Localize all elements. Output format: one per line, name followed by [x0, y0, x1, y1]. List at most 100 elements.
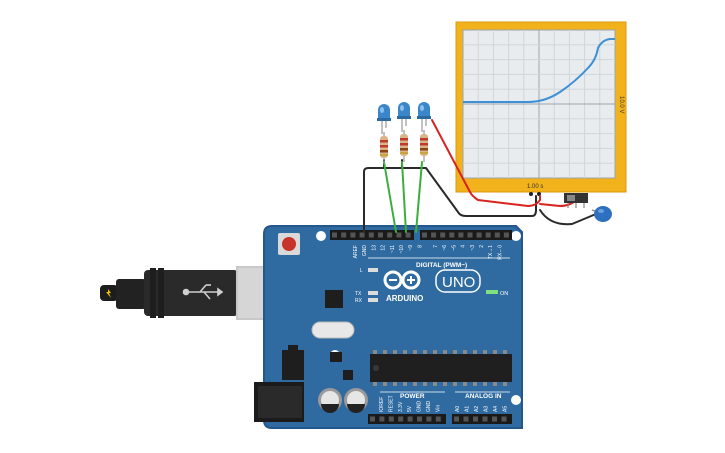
oscilloscope-grid: [463, 30, 615, 178]
pin-label: GND: [362, 245, 368, 257]
analog-header-label: ANALOG IN: [465, 393, 502, 400]
pin-label: A0: [455, 406, 461, 412]
uno-badge: UNO: [435, 269, 481, 293]
pin-label: ~3: [470, 245, 476, 251]
header-pin[interactable]: [417, 416, 422, 422]
pin-label: 5V: [407, 405, 413, 412]
header-pin[interactable]: [407, 416, 413, 422]
pin-label: 13: [371, 245, 377, 251]
pin-label: GND: [426, 401, 432, 413]
header-pin[interactable]: [463, 416, 469, 422]
pin-label: 8: [417, 245, 423, 248]
header-pin[interactable]: [368, 232, 374, 238]
pin-label: ~11: [390, 245, 396, 253]
usb-icon: [182, 284, 224, 300]
resistor-3[interactable]: [420, 130, 428, 162]
header-pin[interactable]: [454, 416, 459, 422]
header-pin[interactable]: [387, 232, 393, 238]
oscilloscope-trace: [463, 38, 615, 103]
pin-label: ~9: [408, 245, 414, 251]
slide-switch[interactable]: [564, 193, 588, 208]
header-pin[interactable]: [422, 232, 427, 238]
pin-label: TX→1: [488, 245, 494, 259]
header-pin[interactable]: [332, 232, 337, 238]
reset-button[interactable]: [278, 233, 300, 255]
pin-label: IOREF: [379, 397, 385, 412]
digital-header-label: DIGITAL (PWM~): [416, 262, 467, 269]
mount-hole: [511, 395, 521, 405]
header-pin[interactable]: [359, 232, 365, 238]
mount-hole: [511, 231, 521, 241]
power-header-label: POWER: [400, 393, 425, 400]
resistor-1[interactable]: [380, 132, 388, 164]
power-header[interactable]: [368, 414, 446, 424]
led-blue-2[interactable]: [397, 102, 411, 132]
led-l-label: L: [360, 268, 363, 274]
digital-header[interactable]: [330, 230, 512, 240]
header-pin[interactable]: [405, 232, 411, 238]
header-pin[interactable]: [435, 416, 441, 422]
header-pin[interactable]: [485, 232, 491, 238]
resistor-2[interactable]: [400, 130, 408, 162]
led-blue-1[interactable]: [377, 104, 391, 134]
pin-label: ~6: [442, 245, 448, 251]
header-pin[interactable]: [398, 416, 404, 422]
wires: [363, 119, 597, 233]
pin-label: 2: [479, 245, 485, 248]
arduino-logo: ARDUINO: [383, 270, 423, 303]
arduino-brand: ARDUINO: [386, 294, 423, 303]
header-pin[interactable]: [370, 416, 375, 422]
atmega-chip: [370, 350, 512, 386]
led-blue-3[interactable]: [417, 102, 431, 132]
oscilloscope[interactable]: 1.00 s 10.0 V: [455, 21, 627, 196]
led-l: [368, 268, 378, 272]
pin-label: A4: [493, 406, 499, 412]
pin-label: 3.3V: [398, 401, 404, 412]
capacitor-c1: [318, 388, 342, 413]
mount-hole: [316, 231, 326, 241]
header-pin[interactable]: [473, 416, 478, 422]
header-pin[interactable]: [458, 232, 464, 238]
header-pin[interactable]: [341, 232, 347, 238]
volts-per-div: 10.0 V: [618, 96, 624, 113]
pin-label: RESET: [388, 395, 394, 412]
uno-label: UNO: [442, 274, 475, 291]
ceramic-capacitor[interactable]: [591, 206, 612, 222]
header-pin[interactable]: [503, 232, 509, 238]
header-pin[interactable]: [350, 232, 356, 238]
header-pin[interactable]: [378, 232, 383, 238]
header-pin[interactable]: [388, 416, 394, 422]
header-pin[interactable]: [492, 416, 497, 422]
header-pin[interactable]: [379, 416, 385, 422]
pin-label: 4: [461, 245, 467, 248]
probe-terminal-negative[interactable]: [529, 192, 533, 196]
pin-label: AREF: [353, 245, 359, 258]
header-pin[interactable]: [426, 416, 432, 422]
header-pin[interactable]: [476, 232, 482, 238]
header-pin[interactable]: [482, 416, 488, 422]
led-tx: [368, 291, 378, 295]
led-on-label: ON: [500, 291, 508, 297]
pin-label: GND: [417, 401, 423, 413]
pin-label: 7: [433, 245, 439, 248]
analog-header[interactable]: [452, 414, 512, 424]
header-pin[interactable]: [396, 232, 402, 238]
led-tx-label: TX: [355, 291, 362, 297]
header-pin[interactable]: [431, 232, 437, 238]
header-pin[interactable]: [440, 232, 446, 238]
header-pin[interactable]: [449, 232, 455, 238]
dc-power-jack[interactable]: [254, 382, 304, 422]
time-per-div: 1.00 s: [527, 184, 543, 190]
header-pin[interactable]: [501, 416, 507, 422]
pin-label: Vin: [435, 405, 441, 412]
header-pin[interactable]: [494, 232, 500, 238]
capacitor-c2: [344, 388, 368, 413]
pin-label: A1: [465, 406, 471, 412]
pin-label: RX←0: [497, 245, 503, 260]
header-pin[interactable]: [467, 232, 473, 238]
